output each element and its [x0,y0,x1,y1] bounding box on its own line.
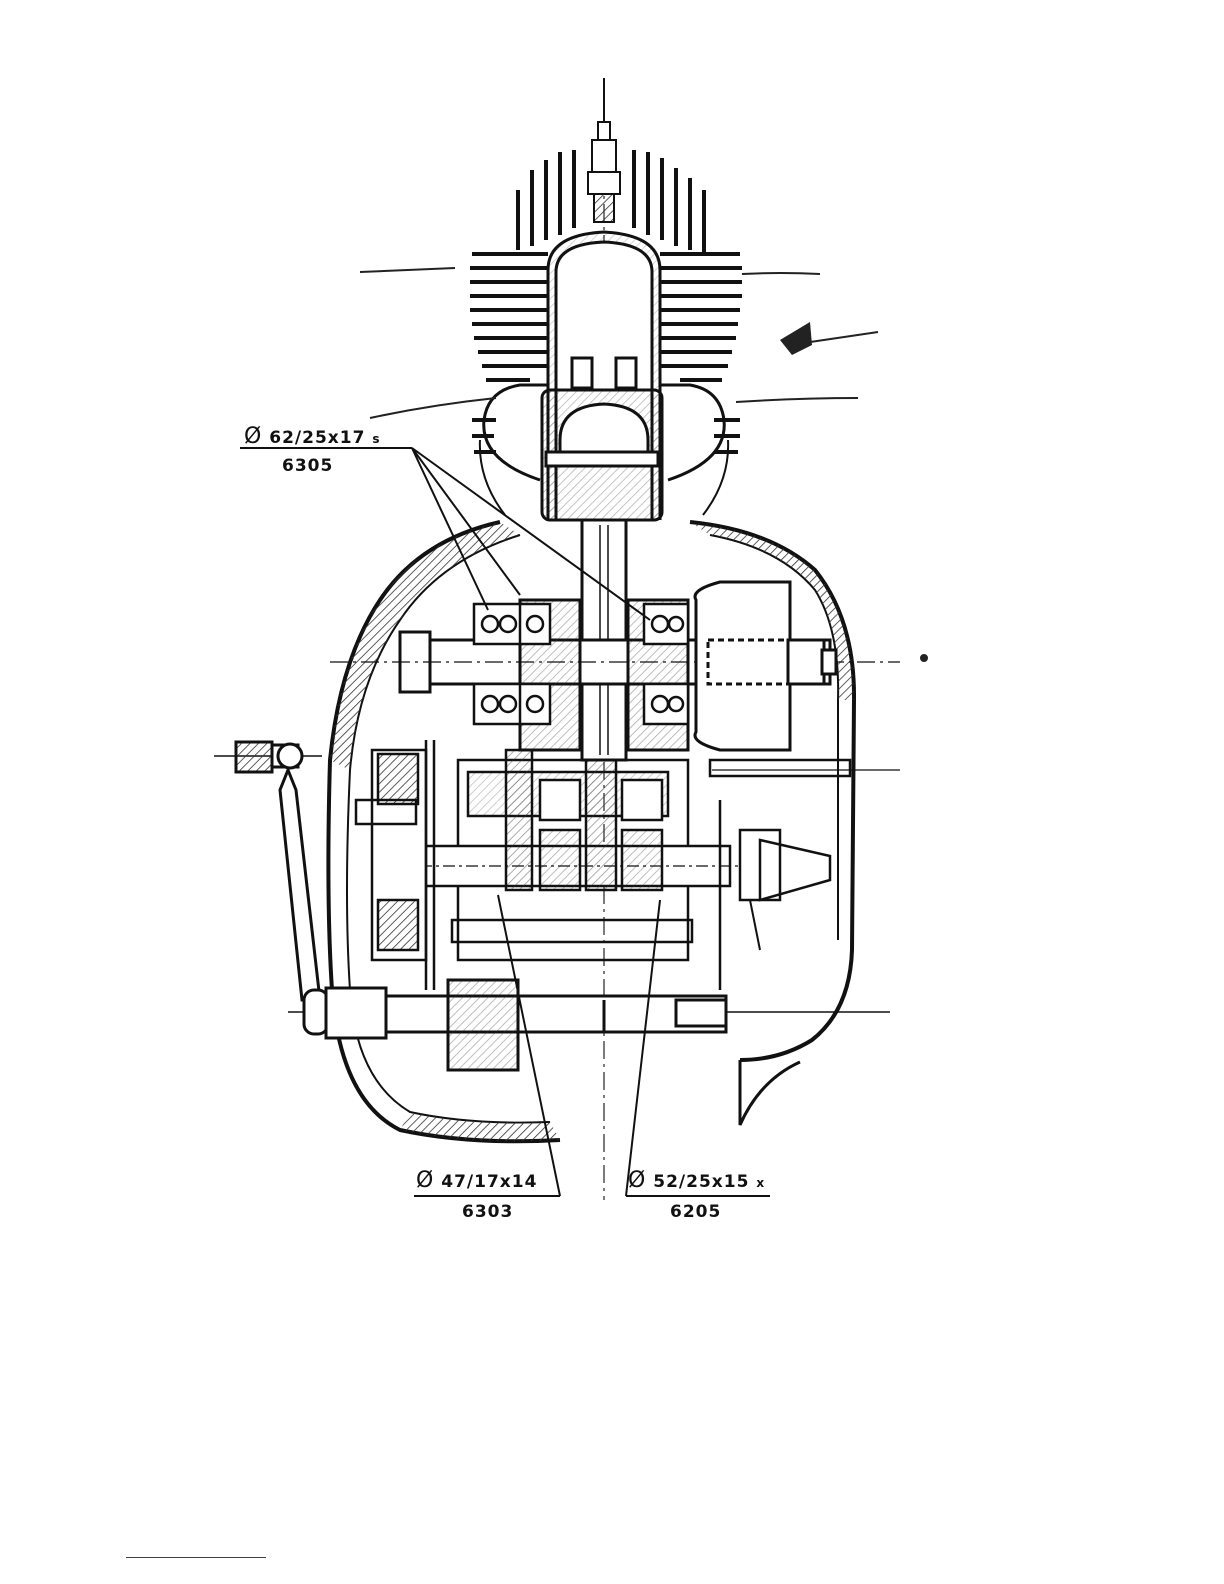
output-sprocket [710,760,900,990]
diameter-symbol: Ø [416,1168,434,1193]
cylinder-fins-left [470,254,548,452]
diameter-symbol: Ø [244,424,262,449]
bearing-top-dim-text: 62/25x17 [269,428,365,448]
bearing-bottom-right-dimension: Ø 52/25x15 x [628,1168,765,1193]
spark-plug [588,78,620,222]
kickstart-shaft [288,980,890,1070]
clutch [356,740,434,990]
gearbox [410,750,740,960]
arrow-marker [780,322,812,355]
bearing-top-code: 6305 [282,456,333,476]
cylinder-fins-right [660,254,742,452]
bearing-bottom-right-suffix: x [756,1176,765,1190]
bearing-bottom-left-code: 6303 [462,1202,513,1222]
bearing-bottom-right-code: 6205 [670,1202,721,1222]
flywheel-generator [695,582,836,750]
bearing-bottom-right-dim-text: 52/25x15 [653,1172,749,1192]
bearing-top-dimension: Ø 62/25x17 s [244,424,380,449]
footnote-rule [126,1557,266,1558]
bearing-bottom-left-dim-text: 47/17x14 [441,1172,537,1192]
bearing-bottom-left-dimension: Ø 47/17x14 [416,1168,537,1193]
bearing-top-suffix: s [372,432,380,446]
kickstart-lever [214,742,322,1000]
diameter-symbol: Ø [628,1168,646,1193]
